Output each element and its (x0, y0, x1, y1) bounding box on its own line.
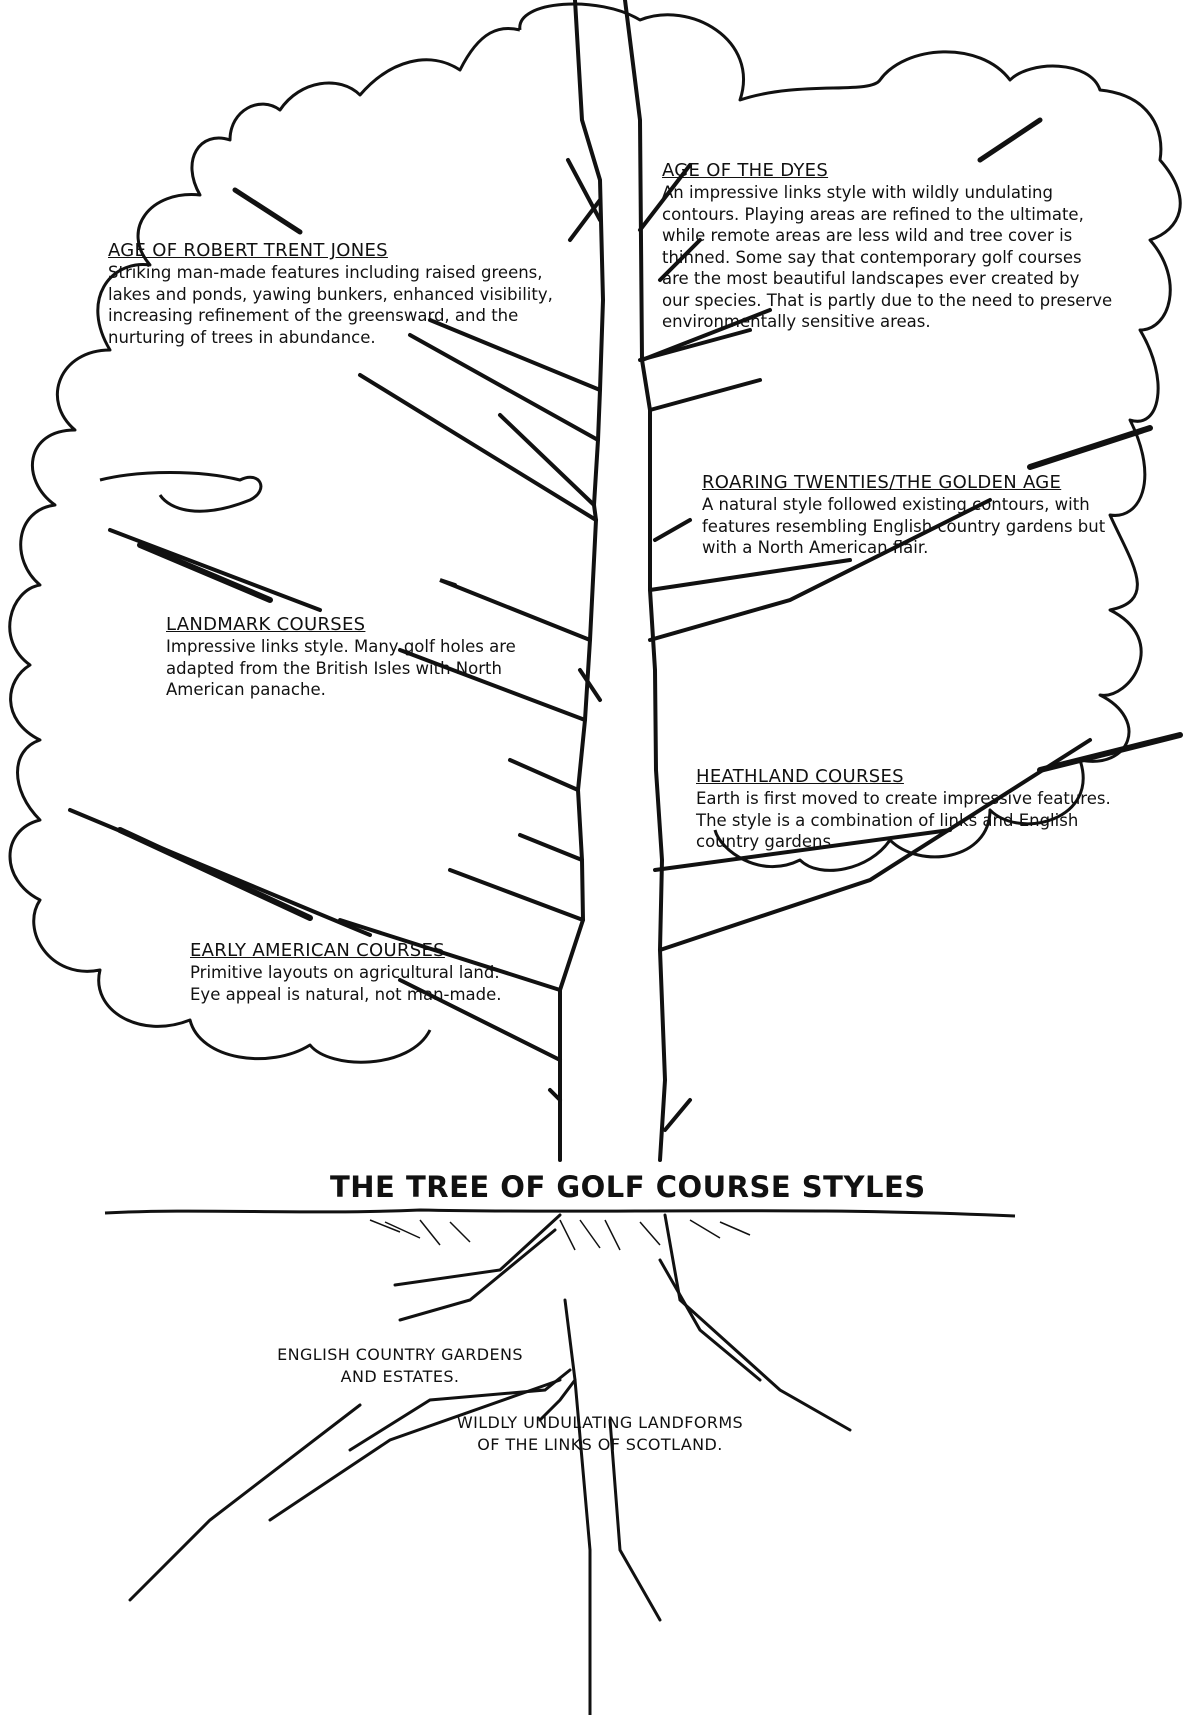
branch-title: ROARING TWENTIES/THE GOLDEN AGE (702, 472, 1172, 494)
branch-description: A natural style followed existing contou… (702, 494, 1172, 559)
root-label-links-of-scotland: WILDLY UNDULATING LANDFORMS OF THE LINKS… (430, 1412, 770, 1456)
root-label-english-gardens: ENGLISH COUNTRY GARDENS AND ESTATES. (250, 1344, 550, 1388)
branch-landmark-courses: LANDMARK COURSES Impressive links style.… (166, 614, 586, 701)
branch-title: AGE OF ROBERT TRENT JONES (108, 240, 598, 262)
branch-description: Impressive links style. Many golf holes … (166, 636, 586, 701)
branch-description: An impressive links style with wildly un… (662, 182, 1162, 333)
branch-title: HEATHLAND COURSES (696, 766, 1176, 788)
branch-description: Earth is first moved to create impressiv… (696, 788, 1176, 853)
branch-description: Primitive layouts on agricultural land. … (190, 962, 610, 1005)
branch-title: EARLY AMERICAN COURSES (190, 940, 610, 962)
ground-hatching (370, 1220, 750, 1250)
branch-description: Striking man-made features including rai… (108, 262, 598, 348)
branch-roaring-twenties: ROARING TWENTIES/THE GOLDEN AGE A natura… (702, 472, 1172, 559)
branch-early-american-courses: EARLY AMERICAN COURSES Primitive layouts… (190, 940, 610, 1005)
branch-age-of-robert-trent-jones: AGE OF ROBERT TRENT JONES Striking man-m… (108, 240, 598, 348)
branch-heathland-courses: HEATHLAND COURSES Earth is first moved t… (696, 766, 1176, 853)
tree-roots (130, 1215, 850, 1715)
branch-age-of-the-dyes: AGE OF THE DYES An impressive links styl… (662, 160, 1162, 333)
branch-title: LANDMARK COURSES (166, 614, 586, 636)
branch-title: AGE OF THE DYES (662, 160, 1162, 182)
diagram-title: THE TREE OF GOLF COURSE STYLES (330, 1170, 910, 1204)
